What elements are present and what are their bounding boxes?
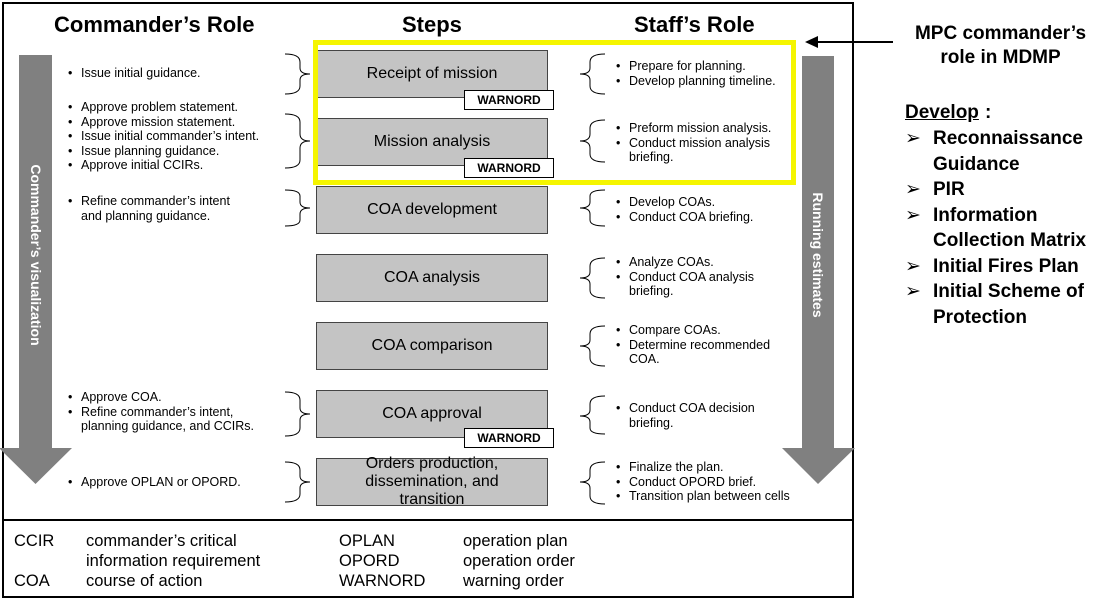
staff-role-header: Staff’s Role xyxy=(634,12,755,37)
staff-items-group-6: Conduct COA decision briefing. xyxy=(615,401,755,430)
staff-item-text: COA. xyxy=(629,352,660,367)
legend-def: operation order xyxy=(463,552,575,570)
step-orders-production: Orders production, dissemination, and tr… xyxy=(316,455,548,508)
legend-def: course of action xyxy=(86,572,203,590)
commander-item-text: planning guidance, and CCIRs. xyxy=(81,419,255,434)
commander-items-group-2: Approve problem statement. Approve missi… xyxy=(67,100,259,173)
step-coa-analysis: COA analysis xyxy=(316,254,548,302)
legend-def: warning order xyxy=(463,572,564,590)
warnord-badge: WARNORD xyxy=(464,90,554,110)
annotation-title: MPC commander’s role in MDMP xyxy=(893,22,1108,70)
develop-item: Initial Scheme of Protection xyxy=(905,279,1113,330)
running-estimates-arrow xyxy=(782,56,855,484)
annotation-title-line: MPC commander’s xyxy=(914,23,1087,44)
staff-item-text: briefing. xyxy=(629,150,674,165)
commander-item-continued: planning guidance, and CCIRs. xyxy=(67,419,254,434)
staff-items-group-7: Finalize the plan. Conduct OPORD brief. … xyxy=(615,460,790,504)
staff-item: Develop planning timeline. xyxy=(615,74,776,89)
staff-item: Develop COAs. xyxy=(615,195,753,210)
steps-header: Steps xyxy=(402,12,462,37)
legend-abbr: WARNORD xyxy=(339,572,426,590)
staff-item: Prepare for planning. xyxy=(615,59,776,74)
diagram-frame xyxy=(2,2,854,598)
commander-visualization-arrow xyxy=(0,55,72,484)
staff-item: Conduct mission analysis xyxy=(615,136,771,151)
warnord-badge: WARNORD xyxy=(464,428,554,448)
staff-item-continued: briefing. xyxy=(615,416,755,431)
staff-item: Conduct COA analysis xyxy=(615,270,754,285)
staff-item: Preform mission analysis. xyxy=(615,121,771,136)
staff-item-text: briefing. xyxy=(629,415,674,430)
step-receipt-of-mission: Receipt of mission xyxy=(316,50,548,98)
staff-item: Determine recommended xyxy=(615,338,770,353)
staff-item: Finalize the plan. xyxy=(615,460,790,475)
commander-items-group-5: Approve OPLAN or OPORD. xyxy=(67,475,241,490)
step-coa-development: COA development xyxy=(316,186,548,234)
step-coa-comparison: COA comparison xyxy=(316,322,548,370)
commander-item: Approve OPLAN or OPORD. xyxy=(67,475,241,490)
running-estimates-label: Running estimates xyxy=(810,192,826,318)
staff-item: Analyze COAs. xyxy=(615,255,754,270)
staff-item: Conduct COA briefing. xyxy=(615,210,753,225)
develop-colon: : xyxy=(985,102,992,123)
commander-item: Issue planning guidance. xyxy=(67,144,259,159)
staff-item: Compare COAs. xyxy=(615,323,770,338)
warnord-badge: WARNORD xyxy=(464,158,554,178)
annotation-title-line: role in MDMP xyxy=(940,47,1061,68)
staff-items-group-1: Prepare for planning. Develop planning t… xyxy=(615,59,776,88)
staff-item-continued: briefing. xyxy=(615,150,771,165)
commander-item: Approve initial CCIRs. xyxy=(67,158,259,173)
commander-items-group-1: Issue initial guidance. xyxy=(67,66,201,81)
develop-item: Information Collection Matrix xyxy=(905,203,1113,254)
step-mission-analysis: Mission analysis xyxy=(316,118,548,166)
develop-list: Reconnaissance Guidance PIR Information … xyxy=(905,126,1113,330)
commander-role-header: Commander’s Role xyxy=(54,12,255,37)
commander-visualization-label: Commander’s visualization xyxy=(28,164,44,346)
mdmp-highlight-box xyxy=(313,40,796,185)
legend-abbr: COA xyxy=(14,572,50,590)
develop-item: Initial Fires Plan xyxy=(905,254,1113,280)
commander-item-text: and planning guidance. xyxy=(81,208,211,223)
legend-def: operation plan xyxy=(463,532,568,550)
staff-braces xyxy=(579,53,606,505)
commander-items-group-4: Approve COA. Refine commander’s intent, … xyxy=(67,390,254,434)
develop-heading: Develop xyxy=(905,102,979,123)
commander-item: Approve problem statement. xyxy=(67,100,259,115)
staff-items-group-2: Preform mission analysis. Conduct missio… xyxy=(615,121,771,165)
commander-item: Refine commander’s intent, xyxy=(67,405,254,420)
staff-item: Conduct OPORD brief. xyxy=(615,475,790,490)
commander-braces xyxy=(284,53,311,503)
commander-item: Issue initial guidance. xyxy=(67,66,201,81)
commander-item-continued: and planning guidance. xyxy=(67,209,230,224)
staff-items-group-3: Develop COAs. Conduct COA briefing. xyxy=(615,195,753,224)
commander-item: Refine commander’s intent xyxy=(67,194,230,209)
staff-item-continued: COA. xyxy=(615,352,770,367)
legend-abbr: CCIR xyxy=(14,532,55,550)
staff-items-group-5: Compare COAs. Determine recommended COA. xyxy=(615,323,770,367)
legend-abbr: OPLAN xyxy=(339,532,395,550)
commander-item: Approve mission statement. xyxy=(67,115,259,130)
develop-item: Reconnaissance Guidance xyxy=(905,126,1113,177)
legend-def: information requirement xyxy=(86,552,261,570)
legend-def: commander’s critical xyxy=(86,532,237,550)
legend-separator xyxy=(2,519,854,521)
commander-item: Approve COA. xyxy=(67,390,254,405)
pointer-arrow-head xyxy=(805,36,818,48)
commander-items-group-3: Refine commander’s intent and planning g… xyxy=(67,194,230,223)
staff-item-continued: briefing. xyxy=(615,284,754,299)
develop-item: PIR xyxy=(905,177,1113,203)
staff-item: Transition plan between cells xyxy=(615,489,790,504)
commander-item: Issue initial commander’s intent. xyxy=(67,129,259,144)
staff-item: Conduct COA decision xyxy=(615,401,755,416)
legend-abbr: OPORD xyxy=(339,552,400,570)
staff-items-group-4: Analyze COAs. Conduct COA analysis brief… xyxy=(615,255,754,299)
staff-item-text: briefing. xyxy=(629,284,674,299)
